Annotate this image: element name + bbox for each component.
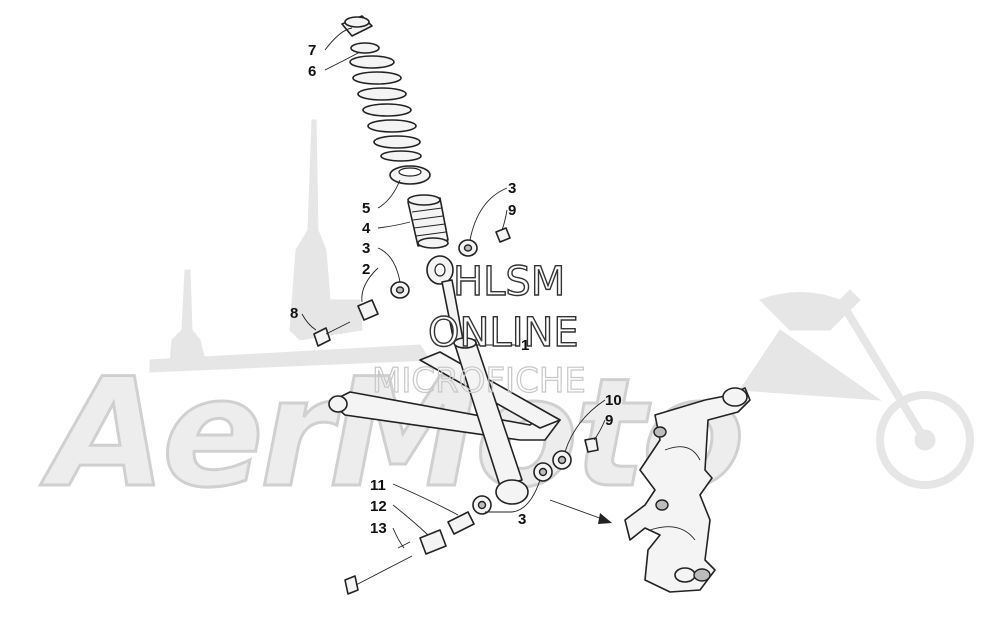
callout-9-lower: 9 [605, 412, 613, 429]
callout-8: 8 [290, 305, 298, 322]
callout-9-upper: 9 [508, 202, 516, 219]
watermark-artwork [149, 119, 974, 489]
bump-stop [407, 194, 449, 249]
arrow-head [598, 513, 612, 524]
lower-hardware [344, 437, 599, 595]
callout-12: 12 [370, 498, 387, 515]
spring-seat [389, 165, 431, 185]
callouts: 7 6 5 4 3 2 8 3 9 1 10 9 3 11 12 13 [290, 42, 622, 537]
callout-10: 10 [605, 392, 622, 409]
callout-3-lower: 3 [518, 511, 526, 528]
brand-watermark-text: AerMoto [40, 347, 741, 521]
callout-4: 4 [362, 220, 371, 237]
hlsm-watermark: HLSM ONLINE MICROFICHE [371, 258, 586, 401]
callout-11: 11 [370, 477, 386, 494]
callout-3-upper-left: 3 [362, 240, 370, 257]
callout-2: 2 [362, 261, 370, 278]
callout-13: 13 [370, 520, 387, 537]
leader-lines [301, 27, 606, 549]
watermark-line3: MICROFICHE [372, 361, 586, 401]
assembly-arrow [549, 499, 606, 521]
spindle-knuckle [624, 387, 751, 593]
watermark-line1: HLSM [453, 259, 565, 305]
callout-3-upper-right: 3 [508, 180, 516, 197]
upper-hardware [357, 227, 511, 321]
callout-7: 7 [308, 42, 316, 59]
callout-6: 6 [308, 63, 316, 80]
spring-retainer-top [341, 15, 373, 37]
brand-watermark: AerMoto [39, 346, 747, 523]
upper-bolt [313, 321, 351, 347]
callout-5: 5 [362, 200, 370, 217]
coil-spring [349, 42, 422, 162]
watermark-line2: ONLINE [428, 310, 579, 356]
callout-1: 1 [521, 337, 529, 354]
shock-absorber [426, 255, 529, 505]
